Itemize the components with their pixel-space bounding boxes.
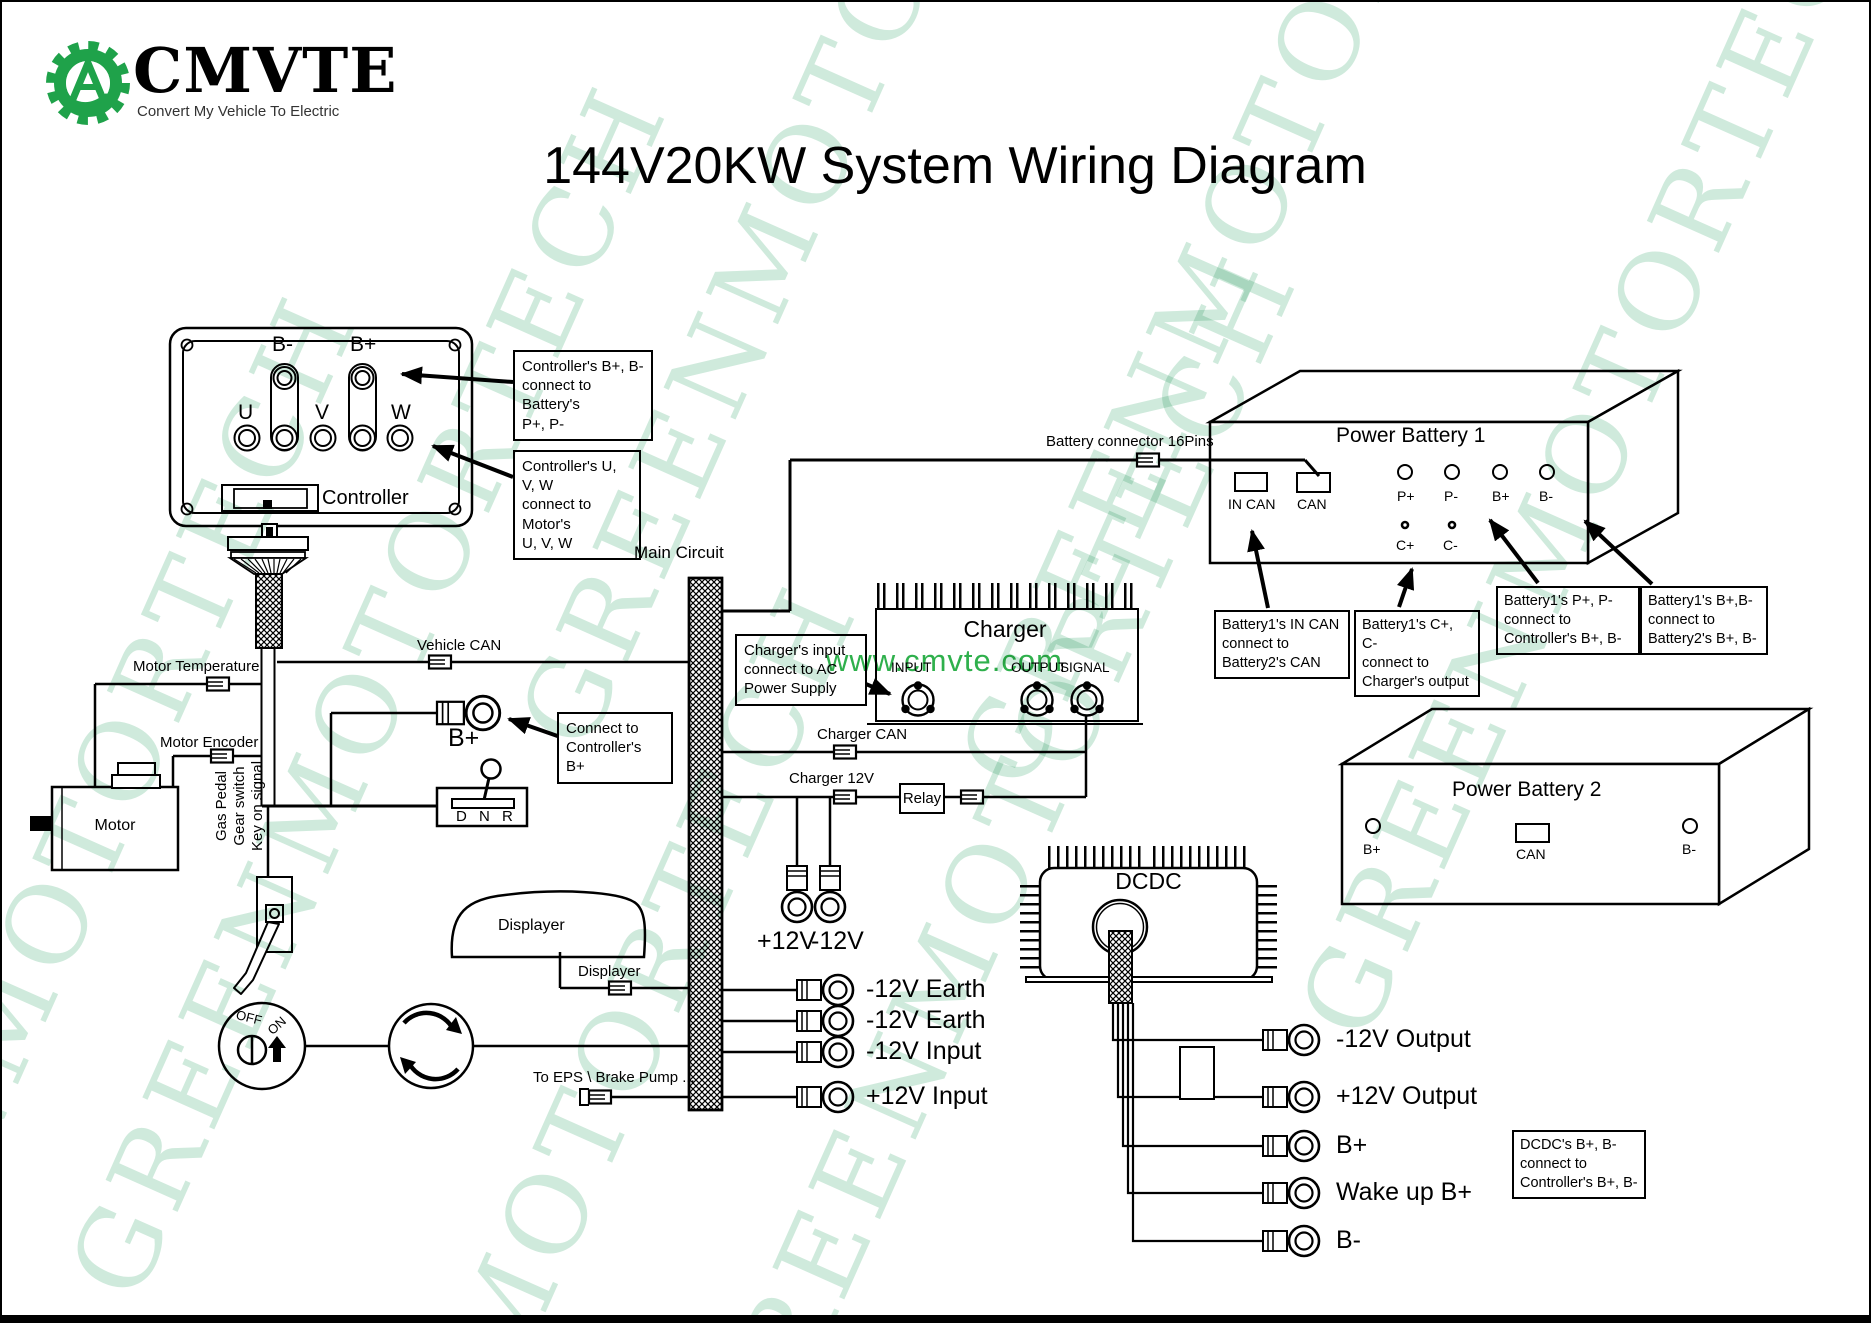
label-charger-12v: Charger 12V xyxy=(789,770,875,787)
dcdc-fins-top-right xyxy=(1153,846,1252,868)
rotary-switch-body xyxy=(387,1002,475,1090)
callout-controller-motor: Controller's U, V, W connect to Motor's … xyxy=(513,450,641,560)
gear-dnr-label: D N R xyxy=(456,808,517,825)
row-label-minus12v-earth-1: -12V Earth xyxy=(866,975,986,1003)
dcdc-title: DCDC xyxy=(1115,868,1182,894)
battery1-title: Power Battery 1 xyxy=(1336,424,1486,447)
controller-terminal-bplus: B+ xyxy=(350,333,377,356)
dcdc-out-wakeup: Wake up B+ xyxy=(1336,1178,1472,1206)
dcdc-fins-top-left xyxy=(1048,846,1143,868)
battery2-can-label: CAN xyxy=(1516,846,1546,862)
charger-output-label: OUTPUT xyxy=(1011,660,1067,675)
battery2-body xyxy=(1337,706,1814,907)
label-motor-temperature: Motor Temperature xyxy=(133,658,260,675)
row-label-minus12v-earth-2: -12V Earth xyxy=(866,1006,986,1034)
label-plus12v: +12V xyxy=(757,927,817,955)
battery1-pplus-label: P+ xyxy=(1397,488,1415,504)
dcdc-out-bminus: B- xyxy=(1336,1226,1361,1254)
charger-heatsink-fins xyxy=(877,583,1133,609)
label-vehicle-can: Vehicle CAN xyxy=(417,637,502,654)
main-circuit-label: Main Circuit xyxy=(634,543,724,562)
dcdc-fins-right xyxy=(1257,885,1277,970)
battery1-pminus-label: P- xyxy=(1444,488,1458,504)
watermark-site-url: www.cmvte.com xyxy=(826,643,1063,678)
battery1-can-label: CAN xyxy=(1297,496,1327,512)
charger-signal-label: SIGNAL xyxy=(1060,660,1110,675)
relay-box: Relay xyxy=(899,783,945,814)
battery-connector-label: Battery connector 16Pins xyxy=(1046,433,1214,450)
callout-battery1-p: Battery1's P+, P- connect to Controller'… xyxy=(1496,586,1640,655)
callout-charger-input: Charger's input connect to AC Power Supp… xyxy=(735,634,867,706)
callout-dcdc: DCDC's B+, B- connect to Controller's B+… xyxy=(1512,1130,1646,1199)
battery1-bplus-label: B+ xyxy=(1492,488,1510,504)
motor-label: Motor xyxy=(94,817,136,834)
row-label-minus12v-input: -12V Input xyxy=(866,1037,982,1065)
key-switch-body xyxy=(217,1001,307,1091)
bplus-ring-label: B+ xyxy=(448,724,480,752)
logo-gear-icon xyxy=(46,41,130,125)
battery1-cminus-label: C- xyxy=(1443,537,1458,553)
callout-battery1-c: Battery1's C+, C- connect to Charger's o… xyxy=(1354,610,1480,698)
page-title: 144V20KW System Wiring Diagram xyxy=(543,137,1367,195)
row-label-plus12v-input: +12V Input xyxy=(866,1082,988,1110)
dcdc-out-plus12v: +12V Output xyxy=(1336,1082,1478,1110)
displayer-wire-label: Displayer xyxy=(578,963,641,980)
callout-battery1-b: Battery1's B+,B- connect to Battery2's B… xyxy=(1640,586,1768,655)
controller-cable xyxy=(227,523,309,806)
label-key-on-signal: Key on signal xyxy=(249,760,266,852)
dcdc-out-bplus: B+ xyxy=(1336,1131,1368,1159)
charger-box xyxy=(875,608,1139,722)
controller-terminal-v: V xyxy=(315,401,330,424)
battery1-cplus-label: C+ xyxy=(1396,537,1415,553)
controller-terminal-w: W xyxy=(391,401,411,424)
battery1-incan-label: IN CAN xyxy=(1228,496,1276,512)
gas-pedal-body xyxy=(233,876,293,995)
battery2-title: Power Battery 2 xyxy=(1452,778,1602,801)
brand-tagline: Convert My Vehicle To Electric xyxy=(137,103,340,120)
battery2-bplus-label: B+ xyxy=(1363,841,1381,857)
relay-label: Relay xyxy=(902,790,942,807)
displayer-label: Displayer xyxy=(498,917,565,934)
battery1-bminus-label: B- xyxy=(1539,488,1553,504)
brand-name: CMVTE xyxy=(133,34,398,107)
charger-base xyxy=(867,719,1143,725)
controller-body xyxy=(168,326,474,528)
label-minus12v: -12V xyxy=(811,927,864,955)
callout-arrows xyxy=(400,366,1654,741)
label-charger-can: Charger CAN xyxy=(817,726,908,743)
battery1-body xyxy=(1205,368,1683,566)
dcdc-body xyxy=(1025,866,1273,1004)
gear-selector-body xyxy=(435,758,529,828)
callout-battery1-incan: Battery1's IN CAN connect to Battery2's … xyxy=(1214,610,1350,679)
main-circuit-bar xyxy=(687,576,724,1112)
charger-title: Charger xyxy=(963,616,1047,642)
callout-connect-controller-bplus: Connect to Controller's B+ xyxy=(557,712,673,784)
label-gas-pedal: Gas Pedal xyxy=(213,770,230,842)
to-eps-label: To EPS \ Brake Pump ... xyxy=(533,1069,695,1086)
battery2-bminus-label: B- xyxy=(1682,841,1696,857)
motor-body xyxy=(30,762,180,872)
charger-input-label: INPUT xyxy=(891,660,932,675)
dcdc-out-minus12v: -12V Output xyxy=(1336,1025,1471,1053)
controller-terminal-bminus: B- xyxy=(272,333,293,356)
controller-terminal-u: U xyxy=(238,401,254,424)
dcdc-fins-left xyxy=(1020,885,1040,970)
callout-controller-battery: Controller's B+, B- connect to Battery's… xyxy=(513,350,653,441)
label-motor-encoder: Motor Encoder xyxy=(160,734,259,751)
label-gear-switch: Gear switch xyxy=(231,766,248,846)
wires xyxy=(93,458,1321,1243)
pedal-signal-labels: Gas Pedal Gear switch Key on signal xyxy=(213,750,267,862)
displayer-body xyxy=(450,890,647,959)
controller-label: Controller xyxy=(322,487,409,509)
